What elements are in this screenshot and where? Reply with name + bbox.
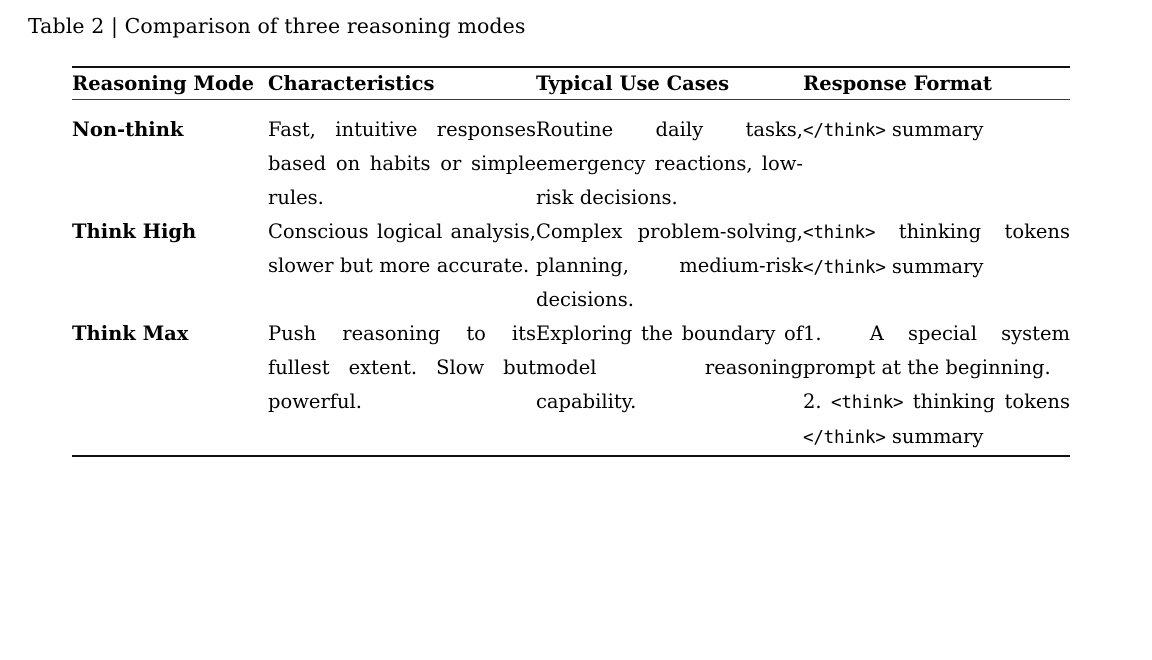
- table-header-row: Reasoning Mode Characteristics Typical U…: [72, 68, 1070, 99]
- table-header-rule: [72, 99, 1070, 100]
- characteristics-text-non-think: Fast, intuitive responses based on habit…: [268, 118, 536, 209]
- comparison-table: Reasoning Mode Characteristics Typical U…: [72, 68, 1070, 99]
- mode-label-think-max: Think Max: [72, 322, 189, 345]
- table-row: Non-think Fast, intuitive responses base…: [72, 100, 1070, 215]
- cell-response-format: </think> summary: [803, 100, 1070, 215]
- column-header-typical-use-cases: Typical Use Cases: [536, 72, 730, 95]
- summary-text: summary: [885, 118, 984, 141]
- response-format-non-think: </think> summary: [803, 113, 1070, 148]
- use-cases-text-think-high: Complex problem-solving, planning, mediu…: [536, 220, 803, 311]
- table-row: Think Max Push reasoning to its fullest …: [72, 317, 1070, 455]
- list-marker-1: 1.: [803, 322, 822, 345]
- table-row: Think High Conscious logical analysis, s…: [72, 215, 1070, 317]
- list-item-1-text: A special system prompt at the beginning…: [803, 322, 1070, 379]
- thinking-tokens-text: thinking tokens: [903, 390, 1070, 413]
- response-format-think-high: <think> thinking tokens </think> summary: [803, 215, 1070, 285]
- use-cases-text-non-think: Routine daily tasks, emergency reactions…: [536, 118, 803, 209]
- think-close-tag: </think>: [803, 258, 886, 278]
- cell-characteristics: Conscious logical analysis, slower but m…: [268, 215, 536, 317]
- summary-text: summary: [885, 255, 984, 278]
- think-open-tag: <think>: [803, 223, 876, 243]
- summary-text: summary: [885, 425, 984, 448]
- cell-use-cases: Routine daily tasks, emergency reactions…: [536, 100, 803, 215]
- cell-mode: Non-think: [72, 100, 268, 215]
- column-header-characteristics: Characteristics: [268, 72, 435, 95]
- response-format-item-2: 2. <think> thinking tokens </think> summ…: [803, 385, 1070, 455]
- characteristics-text-think-max: Push reasoning to its fullest extent. Sl…: [268, 322, 536, 413]
- cell-characteristics: Push reasoning to its fullest extent. Sl…: [268, 317, 536, 455]
- table-container: Reasoning Mode Characteristics Typical U…: [72, 66, 1070, 457]
- think-open-tag: <think>: [831, 393, 904, 413]
- cell-use-cases: Complex problem-solving, planning, mediu…: [536, 215, 803, 317]
- comparison-table-body: Non-think Fast, intuitive responses base…: [72, 100, 1070, 455]
- use-cases-text-think-max: Exploring the boundary of model reasonin…: [536, 322, 803, 413]
- characteristics-text-think-high: Conscious logical analysis, slower but m…: [268, 220, 536, 277]
- cell-characteristics: Fast, intuitive responses based on habit…: [268, 100, 536, 215]
- table-caption: Table 2 | Comparison of three reasoning …: [28, 14, 526, 38]
- think-close-tag: </think>: [803, 428, 886, 448]
- column-header-response-format: Response Format: [803, 72, 992, 95]
- table-top-rule: [72, 66, 1070, 68]
- cell-mode: Think Max: [72, 317, 268, 455]
- cell-use-cases: Exploring the boundary of model reasonin…: [536, 317, 803, 455]
- response-format-item-1: 1. A special system prompt at the beginn…: [803, 317, 1070, 385]
- table-bottom-rule: [72, 455, 1070, 457]
- think-close-tag: </think>: [803, 121, 886, 141]
- cell-mode: Think High: [72, 215, 268, 317]
- cell-response-format: <think> thinking tokens </think> summary: [803, 215, 1070, 317]
- mode-label-think-high: Think High: [72, 220, 197, 243]
- thinking-tokens-text: thinking tokens: [875, 220, 1070, 243]
- column-header-reasoning-mode: Reasoning Mode: [72, 72, 255, 95]
- mode-label-non-think: Non-think: [72, 118, 184, 141]
- cell-response-format: 1. A special system prompt at the beginn…: [803, 317, 1070, 455]
- list-marker-2: 2.: [803, 390, 822, 413]
